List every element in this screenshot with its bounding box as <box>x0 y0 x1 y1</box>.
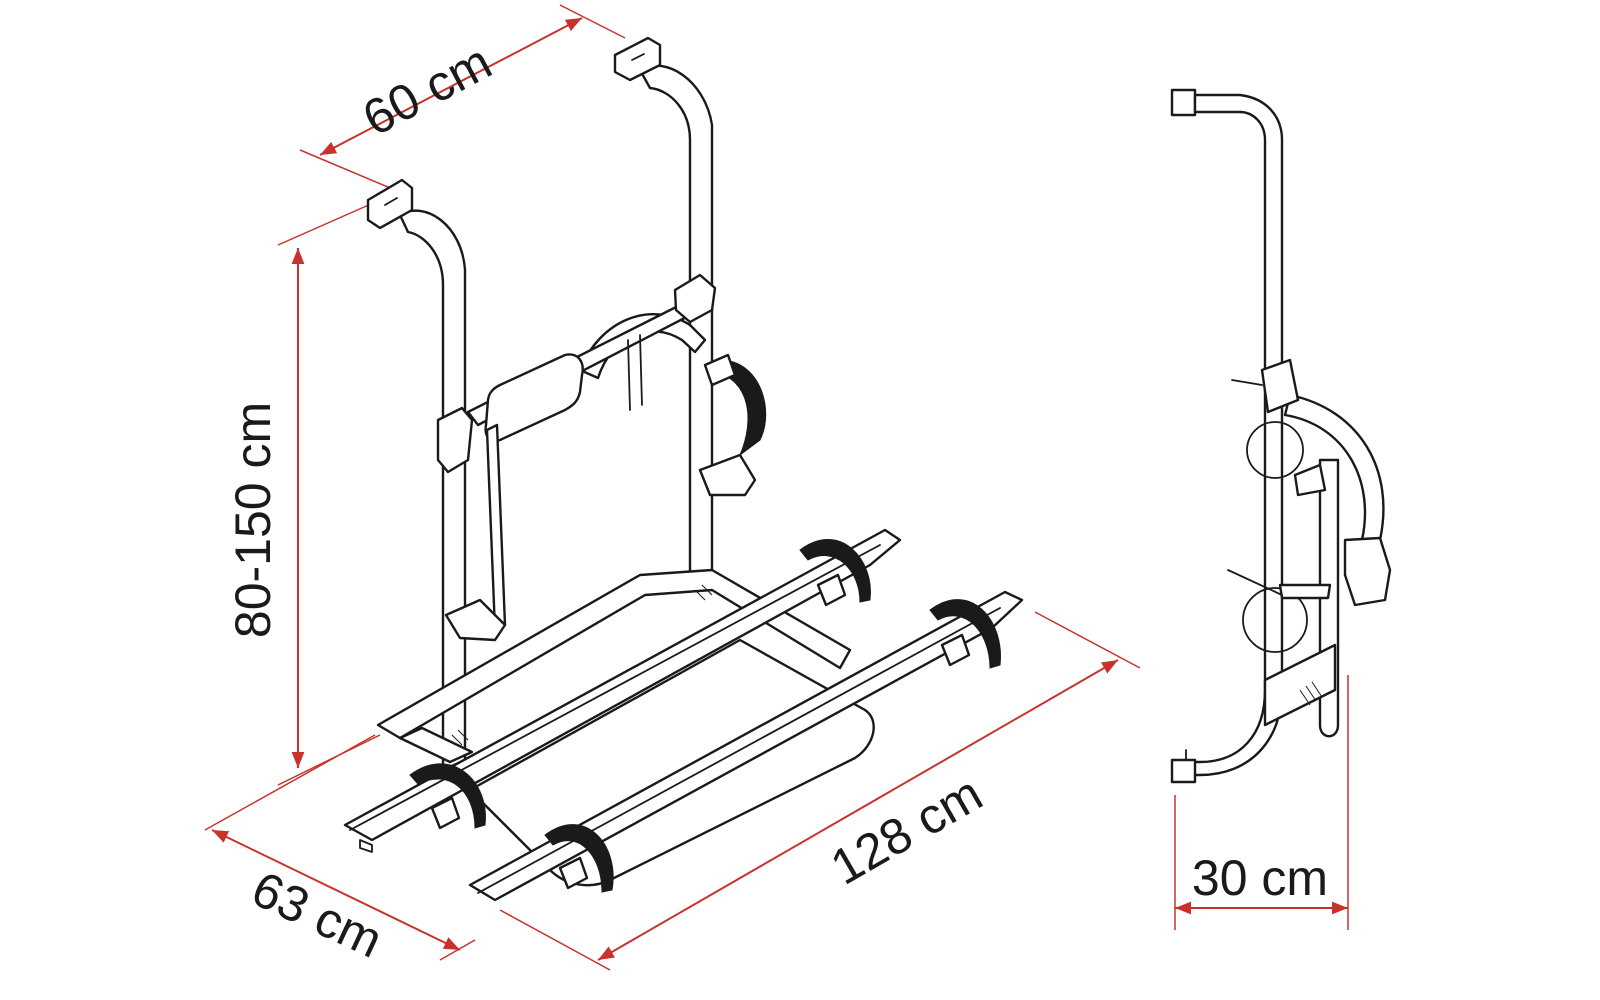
dimension-side-depth: 30 cm <box>1174 675 1349 930</box>
frame-vertical-strap <box>485 423 507 632</box>
side-lower-cradle <box>1278 583 1332 600</box>
side-lower-bracket <box>1263 643 1337 727</box>
dimension-width-top: 60 cm <box>299 4 626 191</box>
dimension-height: 80-150 cm <box>225 199 381 786</box>
top-strap-buckle <box>703 353 737 387</box>
side-strap-loop-top <box>1246 421 1304 479</box>
side-mount-bracket <box>1170 88 1197 117</box>
base-frame <box>376 568 852 740</box>
side-base-clip <box>1170 758 1197 784</box>
side-hinge <box>1343 536 1392 607</box>
foam-pad <box>484 353 584 443</box>
side-strap-loop-bottom <box>1242 587 1308 653</box>
right-upright-tube <box>638 64 714 587</box>
rail-front-front-strap <box>544 824 614 893</box>
upper-wheel-cradle <box>698 453 757 497</box>
right-mount-bracket <box>613 36 662 82</box>
dimension-label-width-top: 60 cm <box>354 33 501 146</box>
rail-back-rear-strap <box>799 539 871 603</box>
buckle-3 <box>940 633 971 667</box>
wheel-rail-back <box>343 528 902 842</box>
rack-side-view <box>1170 88 1392 784</box>
dimension-label-length: 128 cm <box>821 765 991 895</box>
side-upper-clamp <box>1260 358 1300 414</box>
dimension-label-depth: 63 cm <box>244 860 391 968</box>
side-upright-tube <box>1176 93 1284 777</box>
lower-wheel-cradle <box>444 598 507 642</box>
platform-plate <box>468 638 875 887</box>
buckle-2 <box>430 796 461 830</box>
top-wheel-strap <box>714 359 767 457</box>
dimension-label-height: 80-150 cm <box>225 402 281 638</box>
left-mount-bracket <box>366 178 414 230</box>
rack-isometric-view <box>343 36 1024 902</box>
rail-front-rear-strap <box>929 599 1001 669</box>
rail-back-front-strap <box>409 763 486 829</box>
left-hinge <box>436 406 474 474</box>
dimension-label-side-depth: 30 cm <box>1192 850 1328 906</box>
buckle-1 <box>816 573 847 607</box>
side-upper-cradle <box>1293 463 1327 497</box>
right-hinge <box>673 273 717 324</box>
base-cross-member <box>398 726 474 764</box>
buckle-4 <box>558 856 589 890</box>
